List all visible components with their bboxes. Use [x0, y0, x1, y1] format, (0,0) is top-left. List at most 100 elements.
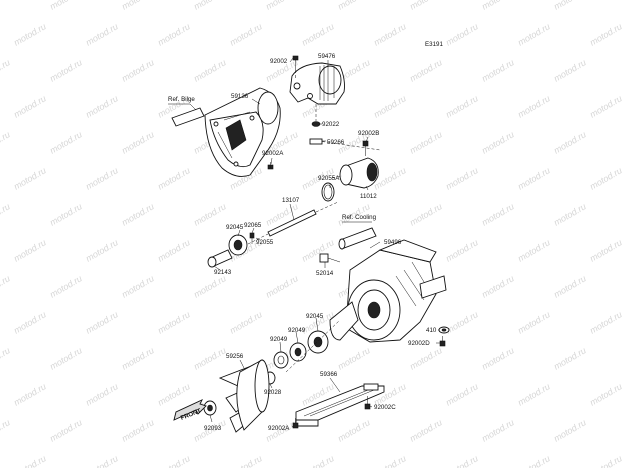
watermark-text: motod.ru [84, 93, 120, 119]
bolt-92002b [362, 140, 369, 156]
watermark-text: motod.ru [48, 129, 84, 155]
label-52014: 52014 [316, 270, 334, 277]
watermark-text: motod.ru [516, 21, 552, 47]
label-59256: 59256 [226, 353, 244, 360]
watermark-text: motod.ru [0, 201, 12, 227]
watermark-text: motod.ru [588, 309, 624, 335]
label-92045-left: 92045 [226, 224, 244, 231]
washer-410 [438, 326, 450, 334]
label-ref-cooling: Ref. Cooling [342, 214, 377, 221]
watermark-text: motod.ru [336, 0, 372, 12]
label-92002b: 92002B [358, 130, 379, 137]
pumpcase-59496 [329, 239, 447, 343]
cooling-hose [338, 221, 377, 250]
watermark-text: motod.ru [48, 57, 84, 83]
watermark-text: motod.ru [12, 453, 48, 468]
watermark-text: motod.ru [228, 453, 264, 468]
bracket-59366 [295, 383, 385, 427]
label-59136: 59136 [231, 93, 249, 100]
label-92049-b: 92049 [270, 336, 288, 343]
bearing-92045-mid [307, 330, 329, 354]
label-59266: 59266 [327, 139, 345, 146]
watermark-text: motod.ru [156, 453, 192, 468]
label-92055: 92055 [256, 239, 274, 246]
watermark-text: motod.ru [12, 21, 48, 47]
watermark-text: motod.ru [444, 237, 480, 263]
washer-92093 [203, 400, 217, 416]
watermark-text: motod.ru [372, 453, 408, 468]
watermark-text: motod.ru [300, 237, 336, 263]
watermark-text: motod.ru [588, 165, 624, 191]
leader-lines [209, 57, 440, 428]
watermark-text: motod.ru [84, 165, 120, 191]
watermark-text: motod.ru [156, 21, 192, 47]
fitting-52014 [319, 253, 341, 263]
watermark-text: motod.ru [120, 57, 156, 83]
watermark-text: motod.ru [120, 273, 156, 299]
watermark-text: motod.ru [192, 57, 228, 83]
housing-59136 [204, 87, 281, 177]
watermark-text: motod.ru [552, 417, 588, 443]
watermark-text: motod.ru [156, 381, 192, 407]
watermark-text: motod.ru [48, 417, 84, 443]
watermark-text: motod.ru [228, 309, 264, 335]
watermark-text: motod.ru [84, 453, 120, 468]
seal-92049-a [289, 342, 307, 362]
watermark-text: motod.ru [264, 273, 300, 299]
watermark-text: motod.ru [480, 273, 516, 299]
label-92045-mid: 92045 [306, 313, 324, 320]
watermark-text: motod.ru [48, 0, 84, 12]
watermark-text: motod.ru [120, 129, 156, 155]
watermark-text: motod.ru [84, 21, 120, 47]
watermark-text: motod.ru [444, 165, 480, 191]
bolt-92002 [292, 55, 299, 80]
bearing-92045-left [228, 234, 248, 256]
watermark-text: motod.ru [480, 0, 516, 12]
watermark-text: motod.ru [588, 381, 624, 407]
watermark-text: motod.ru [444, 453, 480, 468]
watermark-text: motod.ru [84, 309, 120, 335]
front-arrow-icon [173, 399, 207, 421]
watermark-text: motod.ru [588, 93, 624, 119]
watermark-text: motod.ru [156, 237, 192, 263]
seal-92049-b [273, 351, 289, 369]
watermark-text: motod.ru [48, 345, 84, 371]
watermark-text: motod.ru [516, 309, 552, 335]
watermark-text: motod.ru [0, 417, 12, 443]
watermark-text: motod.ru [228, 21, 264, 47]
watermark-text: motod.ru [0, 273, 12, 299]
watermark-text: motod.ru [12, 93, 48, 119]
watermark-text: motod.ru [192, 0, 228, 12]
watermark-text: motod.ru [408, 0, 444, 12]
label-92022: 92022 [322, 121, 340, 128]
oring-92055a [321, 182, 335, 202]
watermark-text: motod.ru [444, 381, 480, 407]
bolt-92002a-bottom [292, 418, 299, 429]
watermark-text: motod.ru [0, 345, 12, 371]
label-92093: 92093 [204, 425, 222, 432]
watermark-text: motod.ru [588, 453, 624, 468]
watermark-text: motod.ru [12, 381, 48, 407]
watermark-text: motod.ru [120, 0, 156, 12]
watermark-text: motod.ru [48, 201, 84, 227]
watermark-text: motod.ru [516, 165, 552, 191]
watermark-text: motod.ru [300, 21, 336, 47]
watermark-text: motod.ru [552, 273, 588, 299]
label-92002: 92002 [270, 58, 288, 65]
label-59366: 59366 [320, 371, 338, 378]
watermark-text: motod.ru [0, 57, 12, 83]
watermark-text: motod.ru [120, 345, 156, 371]
diagram-code: E3191 [425, 41, 443, 48]
watermark-text: motod.ru [552, 201, 588, 227]
watermark-text: motod.ru [444, 309, 480, 335]
watermark-text: motod.ru [516, 237, 552, 263]
label-11012: 11012 [360, 193, 377, 200]
watermark-text: motod.ru [552, 0, 588, 12]
cover-59476 [289, 62, 345, 105]
nozzle-11012 [331, 157, 379, 189]
watermark-text: motod.ru [336, 417, 372, 443]
watermark-text: motod.ru [516, 93, 552, 119]
watermark-text: motod.ru [552, 129, 588, 155]
label-59476: 59476 [318, 53, 336, 60]
